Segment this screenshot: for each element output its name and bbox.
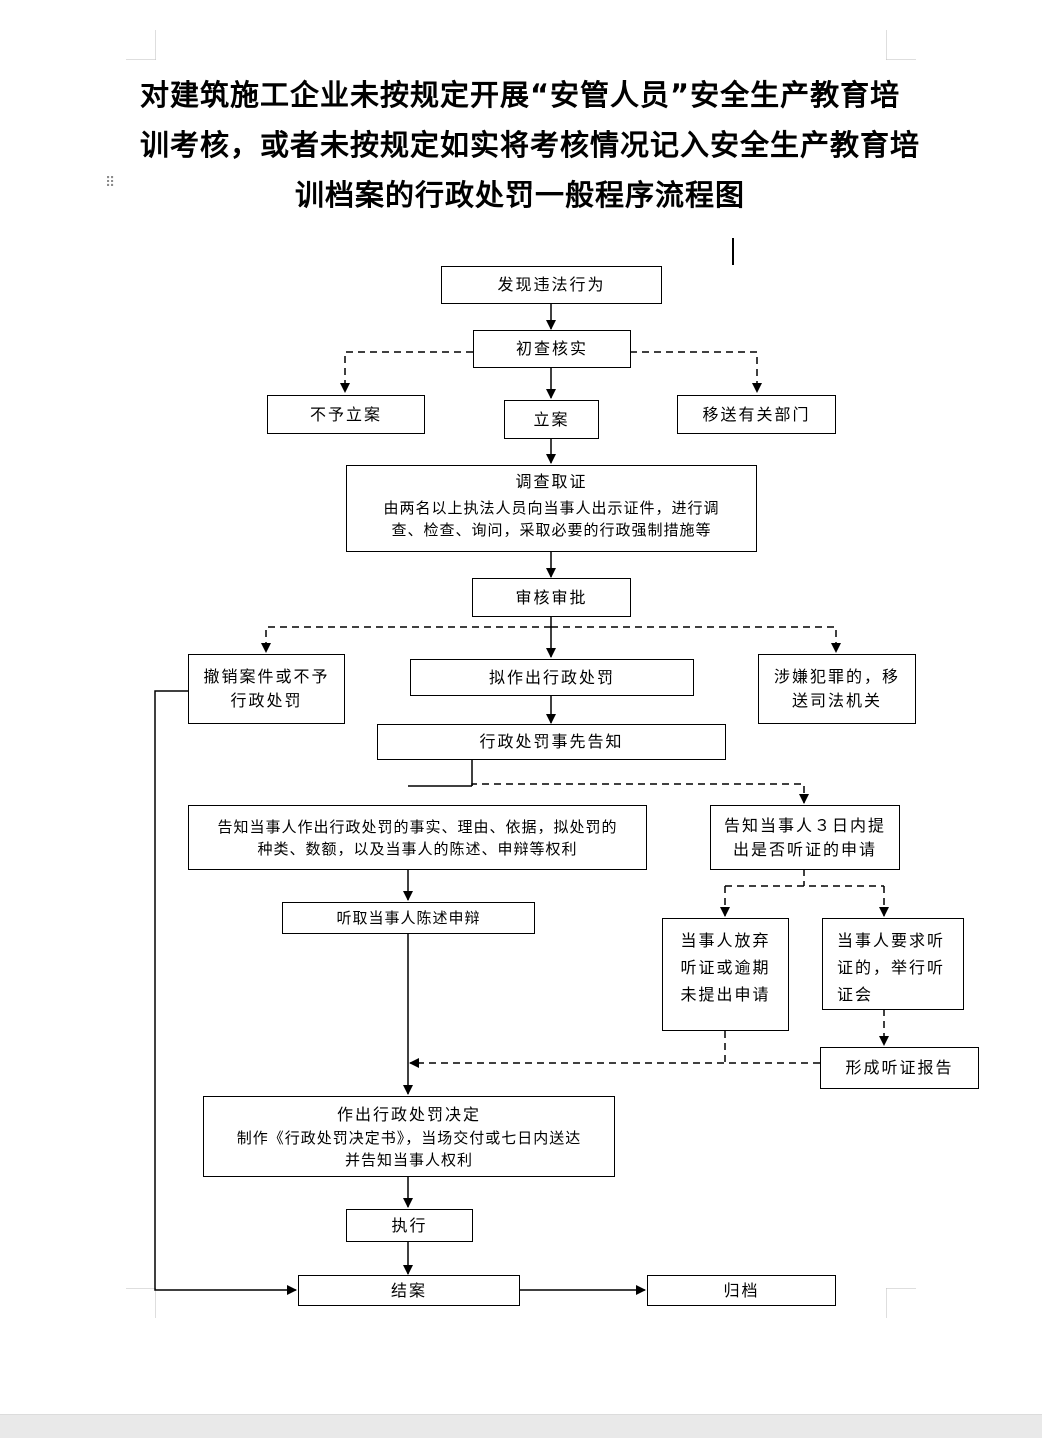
node-request-hearing: 当事人要求听 证的，举行听 证会	[822, 918, 964, 1010]
table-move-handle-icon[interactable]: ⠿	[105, 175, 116, 191]
node-hear-statement: 听取当事人陈述申辩	[282, 902, 535, 934]
node-notify-hearing-line-2: 出是否听证的申请	[732, 839, 877, 859]
node-notify-hearing: 告知当事人３日内提 出是否听证的申请	[710, 805, 900, 870]
node-investigate-title: 调查取证	[515, 472, 588, 491]
node-notify-hearing-line-1: 告知当事人３日内提	[723, 815, 886, 835]
node-prior-notice-label: 行政处罚事先告知	[479, 732, 624, 751]
node-execute: 执行	[346, 1209, 473, 1242]
node-notify-rights-line-2: 种类、数额，以及当事人的陈述、申辩等权利	[257, 839, 578, 858]
node-transfer-department: 移送有关部门	[677, 395, 836, 434]
node-archive: 归档	[647, 1275, 836, 1306]
node-close-case: 结案	[298, 1275, 520, 1306]
node-crime-transfer-line-2: 送司法机关	[791, 691, 882, 710]
text-cursor	[732, 238, 734, 265]
node-request-hearing-line-1: 当事人要求听	[837, 931, 946, 950]
node-request-hearing-line-2: 证的，举行听	[837, 958, 946, 977]
node-transfer-department-label: 移送有关部门	[702, 404, 811, 424]
page-title-line-3: 训档案的行政处罚一般程序流程图	[294, 178, 745, 212]
node-investigate-line-2: 查、检查、询问，采取必要的行政强制措施等	[391, 521, 712, 539]
node-no-case-label: 不予立案	[309, 404, 382, 424]
node-hearing-report-label: 形成听证报告	[845, 1058, 954, 1077]
page-title-line-1: 对建筑施工企业未按规定开展“安管人员”安全生产教育培	[140, 78, 901, 112]
node-investigate: 调查取证 由两名以上执法人员向当事人出示证件，进行调 查、检查、询问，采取必要的…	[346, 465, 757, 552]
node-waive-hearing-line-1: 当事人放弃	[680, 931, 771, 950]
node-revoke-case: 撤销案件或不予 行政处罚	[188, 654, 345, 724]
node-hear-statement-label: 听取当事人陈述申辩	[336, 909, 481, 927]
node-propose-penalty-label: 拟作出行政处罚	[488, 667, 615, 687]
node-notify-rights-line-1: 告知当事人作出行政处罚的事实、理由、依据，拟处罚的	[217, 817, 618, 836]
node-review-approve-label: 审核审批	[515, 587, 588, 607]
arrow-notice-to-hearing-notice	[471, 783, 809, 804]
node-no-case: 不予立案	[267, 395, 425, 434]
node-decision-title: 作出行政处罚决定	[336, 1104, 481, 1124]
node-notify-rights: 告知当事人作出行政处罚的事实、理由、依据，拟处罚的 种类、数额，以及当事人的陈述…	[188, 805, 647, 870]
node-initial-check: 初查核实	[473, 330, 631, 368]
node-crime-transfer: 涉嫌犯罪的，移 送司法机关	[758, 654, 916, 724]
node-hearing-report: 形成听证报告	[820, 1047, 979, 1089]
arrow-review-to-crime	[551, 626, 841, 653]
node-request-hearing-line-3: 证会	[837, 985, 874, 1004]
node-revoke-line-1: 撤销案件或不予	[203, 667, 330, 686]
node-discover-label: 发现违法行为	[497, 275, 606, 294]
arrow-check-to-nocase	[340, 351, 473, 393]
node-prior-notice: 行政处罚事先告知	[377, 724, 726, 760]
node-close-case-label: 结案	[390, 1280, 427, 1300]
node-decision-line-2: 并告知当事人权利	[344, 1150, 473, 1169]
arrow-revoke-to-close	[154, 690, 297, 1295]
node-review-approve: 审核审批	[472, 578, 631, 617]
arrow-review-to-revoke	[261, 626, 551, 653]
page-title-line-2: 训考核，或者未按规定如实将考核情况记入安全生产教育培	[140, 128, 921, 162]
node-penalty-decision: 作出行政处罚决定 制作《行政处罚决定书》，当场交付或七日内送达 并告知当事人权利	[203, 1096, 615, 1177]
node-waive-hearing-line-2: 听证或逾期	[680, 958, 771, 977]
node-file-case-label: 立案	[533, 409, 570, 429]
node-file-case: 立案	[504, 400, 599, 439]
node-archive-label: 归档	[723, 1280, 760, 1300]
window-status-bar	[0, 1414, 1042, 1438]
node-revoke-line-2: 行政处罚	[230, 691, 303, 710]
node-propose-penalty: 拟作出行政处罚	[410, 659, 694, 696]
node-waive-hearing-line-3: 未提出申请	[680, 985, 771, 1004]
node-crime-transfer-line-1: 涉嫌犯罪的，移	[773, 667, 900, 686]
node-decision-line-1: 制作《行政处罚决定书》，当场交付或七日内送达	[236, 1128, 582, 1147]
node-investigate-line-1: 由两名以上执法人员向当事人出示证件，进行调	[383, 499, 720, 517]
node-discover-violation: 发现违法行为	[441, 266, 662, 304]
arrow-check-to-transfer	[630, 351, 762, 393]
node-waive-hearing: 当事人放弃 听证或逾期 未提出申请	[662, 918, 789, 1031]
node-execute-label: 执行	[391, 1215, 428, 1235]
node-initial-check-label: 初查核实	[515, 339, 588, 358]
